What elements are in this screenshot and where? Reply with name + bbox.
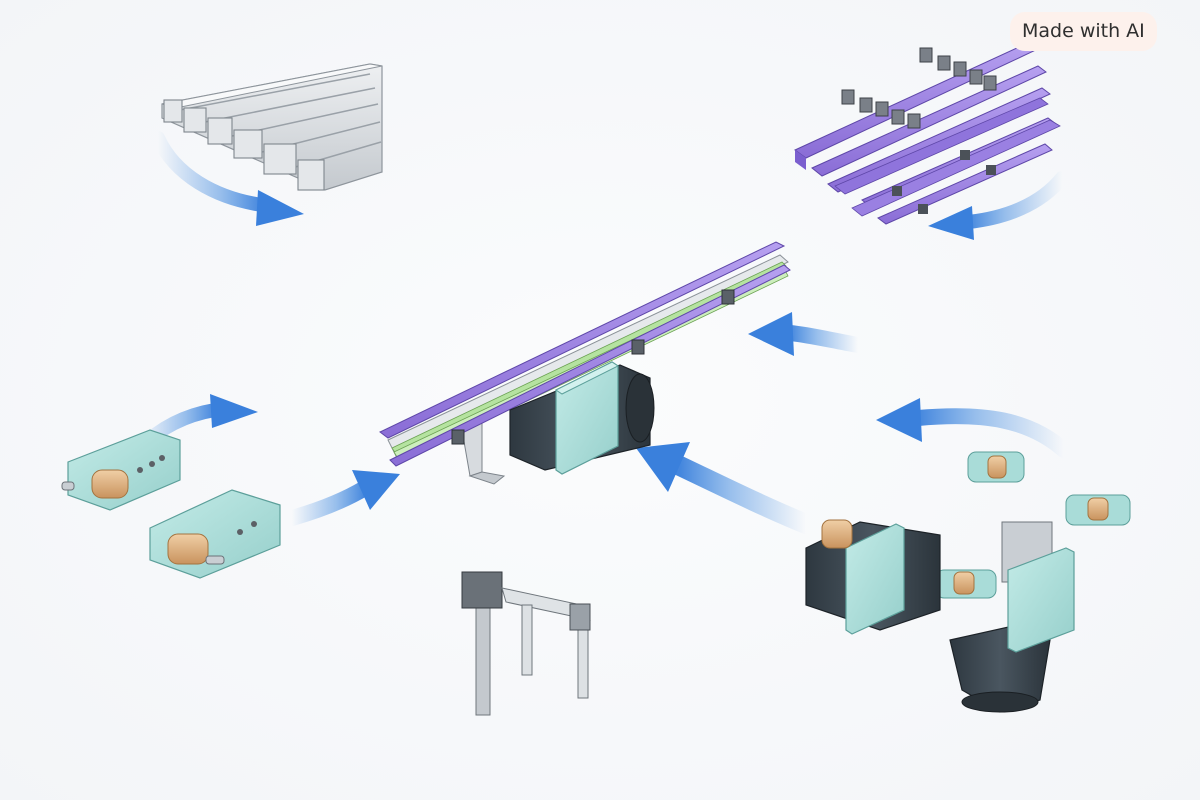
support-stand <box>461 571 591 716</box>
flow-arrow-icon <box>876 398 1072 458</box>
flow-arrow-icon <box>151 131 304 226</box>
flow-arrow-icon <box>284 470 400 526</box>
flow-arrow-icon <box>748 312 866 356</box>
flow-arrows <box>133 131 1072 534</box>
gear-motor-vertical <box>949 521 1075 713</box>
flow-arrow-icon <box>928 171 1069 240</box>
motor-guard-box <box>555 361 619 475</box>
small-roller-set <box>935 451 1131 599</box>
end-roller-assembly-upper <box>61 429 181 511</box>
flow-arrow-icon <box>636 442 816 534</box>
aluminum-extrusion-profile <box>161 63 383 191</box>
gear-motor-horizontal <box>805 519 941 635</box>
guide-rails-exploded <box>794 41 1061 225</box>
made-with-ai-badge: Made with AI <box>1010 12 1157 51</box>
end-roller-assembly-lower <box>149 489 281 579</box>
assembled-conveyor <box>379 241 791 485</box>
